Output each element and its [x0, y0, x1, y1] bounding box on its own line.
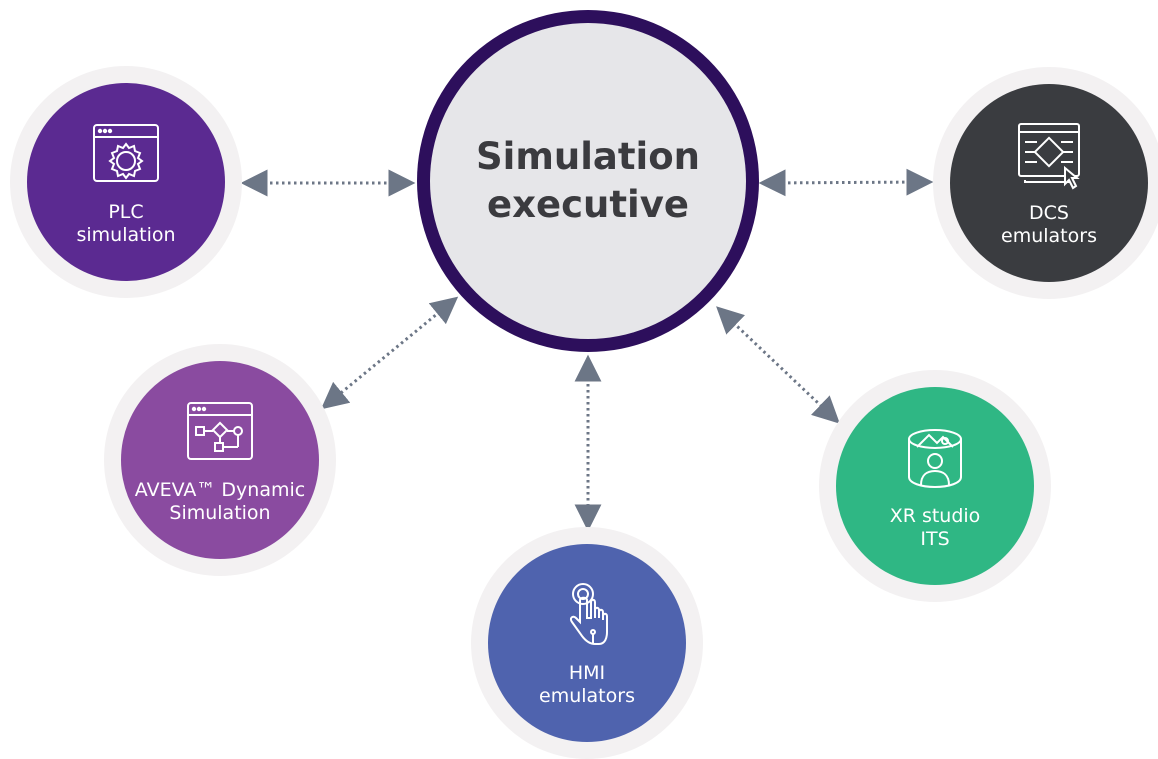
touch-hand-icon [549, 578, 625, 654]
xr-label-line1: XR studio [889, 505, 981, 527]
immersive-person-icon [897, 421, 973, 497]
xr-label-line2: ITS [920, 528, 950, 550]
aveva-label-line2: Simulation [169, 502, 271, 524]
gear-window-icon [88, 117, 164, 193]
aveva-label: AVEVA™ Dynamic Simulation [135, 479, 305, 525]
xr-studio-its-node: XR studio ITS [836, 387, 1034, 585]
dcs-emulators-node: DCS emulators [950, 84, 1148, 282]
link-aveva [320, 296, 459, 410]
dcs-label: DCS emulators [1001, 202, 1097, 248]
aveva-label-line1: AVEVA™ Dynamic [134, 479, 306, 501]
center-label-line1: Simulation [475, 135, 700, 178]
dcs-label-line1: DCS [1029, 202, 1069, 224]
flow-window-icon [182, 395, 258, 471]
xr-label: XR studio ITS [890, 505, 981, 551]
center-label: Simulation executive [476, 133, 700, 229]
hmi-label-line2: emulators [539, 685, 635, 707]
hmi-label: HMI emulators [539, 662, 635, 708]
link-xr [716, 306, 840, 424]
center-label-line2: executive [487, 183, 689, 226]
circuit-window-icon [1011, 118, 1087, 194]
plc-label-line1: PLC [108, 201, 144, 223]
plc-simulation-node: PLC simulation [27, 83, 225, 281]
aveva-dynamic-simulation-node: AVEVA™ Dynamic Simulation [121, 361, 319, 559]
plc-label-line2: simulation [76, 224, 176, 246]
plc-label: PLC simulation [76, 201, 175, 247]
simulation-executive-node: Simulation executive [430, 23, 746, 339]
hmi-label-line1: HMI [568, 662, 606, 684]
link-dcs [758, 168, 934, 197]
hmi-emulators-node: HMI emulators [488, 544, 686, 742]
dcs-label-line2: emulators [1001, 225, 1097, 247]
